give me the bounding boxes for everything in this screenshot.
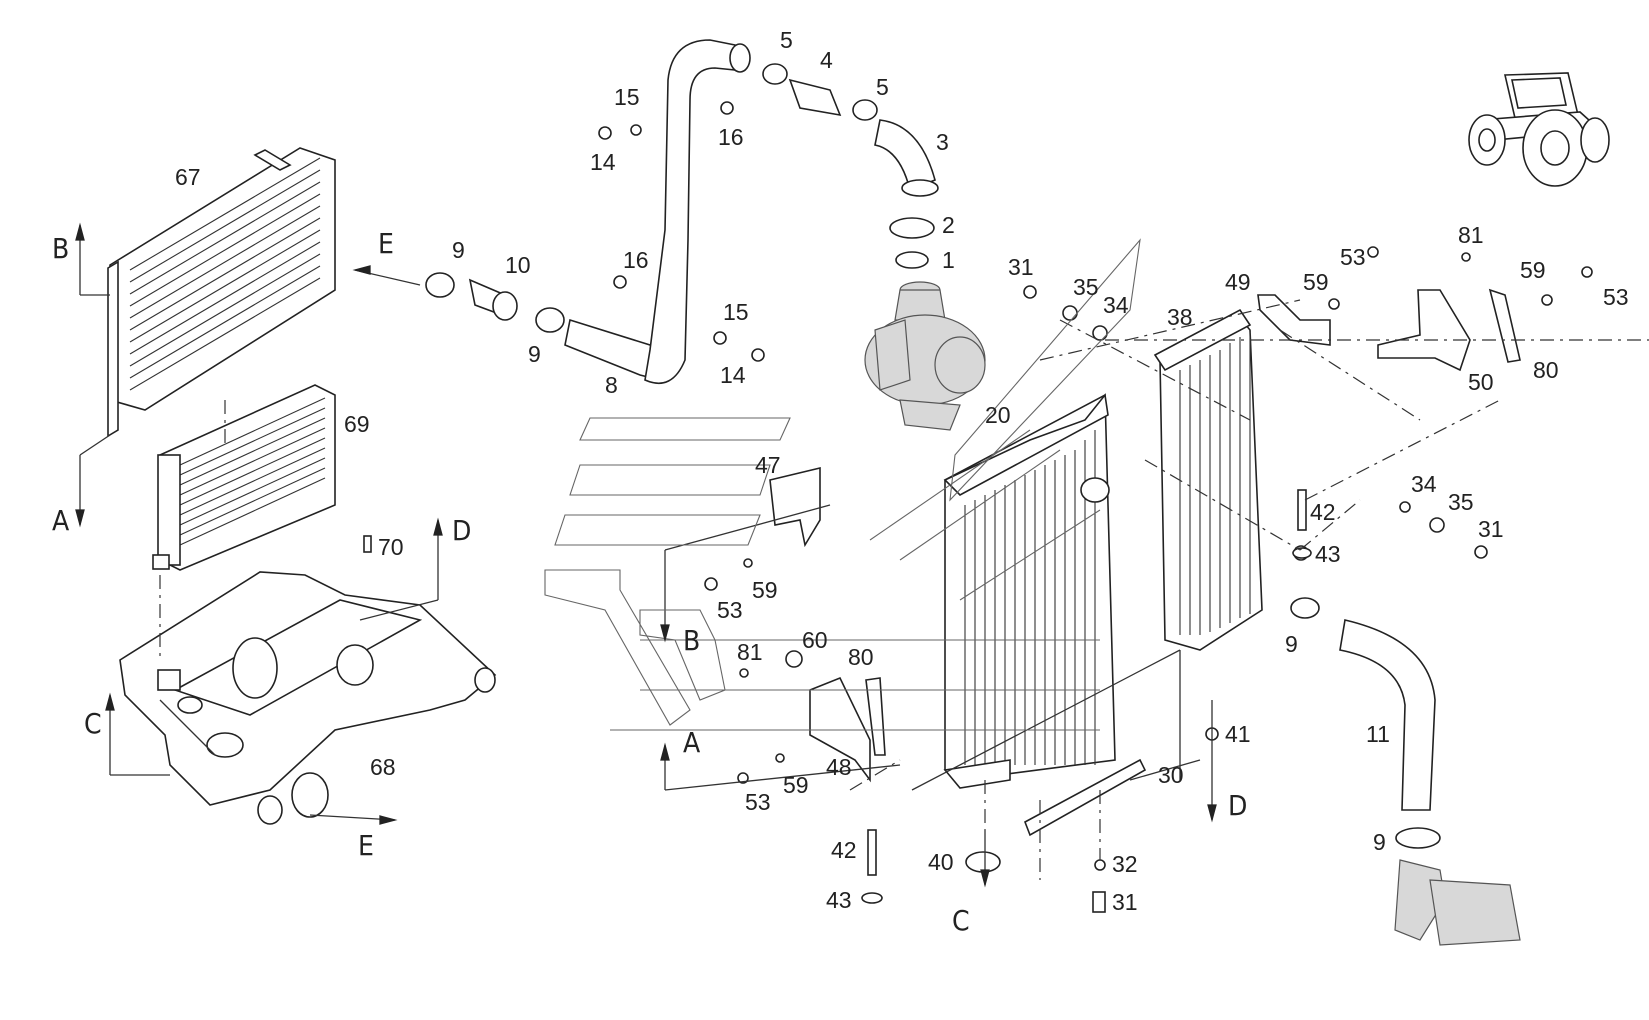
part-label: 59 [1520, 257, 1546, 283]
part-label: 41 [1225, 721, 1251, 747]
brackets [769, 288, 1521, 783]
part-label: 35 [1073, 274, 1099, 300]
part-label: 30 [1158, 762, 1184, 788]
part-label: 31 [1008, 254, 1034, 280]
part-label: 49 [1225, 269, 1251, 295]
part-labels: 1 2 3 4 5 5 8 9 9 9 9 10 11 14 14 15 15 … [175, 27, 1629, 915]
part-label: 16 [718, 124, 744, 150]
part-label: 15 [614, 84, 640, 110]
part-label: 31 [1478, 516, 1504, 542]
part-label: 34 [1103, 292, 1129, 318]
dir-label-d2: D [1228, 789, 1247, 822]
part-label: 81 [1458, 222, 1484, 248]
direction-arrows [75, 222, 1217, 888]
part-label: 9 [528, 341, 541, 367]
part-label: 9 [1285, 631, 1298, 657]
direction-letters: B A C D E E B A C D [52, 227, 1247, 937]
hose-11 [1290, 597, 1521, 946]
part-label: 3 [936, 129, 949, 155]
part-label: 14 [720, 362, 746, 388]
part-label: 20 [985, 402, 1011, 428]
part-label: 48 [826, 754, 852, 780]
dir-label-b2: B [683, 624, 700, 657]
charge-pipe [644, 39, 939, 385]
radiator-69 [152, 384, 336, 571]
part-label: 53 [1340, 244, 1366, 270]
part-label: 31 [1112, 889, 1138, 915]
dir-label-c2: C [952, 904, 970, 937]
part-label: 5 [780, 27, 793, 53]
part-label: 42 [831, 837, 857, 863]
part-label: 14 [590, 149, 616, 175]
part-label: 1 [942, 247, 955, 273]
part-label: 80 [1533, 357, 1559, 383]
part-label: 38 [1167, 304, 1193, 330]
part-label: 80 [848, 644, 874, 670]
part-label: 2 [942, 212, 955, 238]
part-label: 9 [452, 237, 465, 263]
part-label: 59 [783, 772, 809, 798]
part-label: 9 [1373, 829, 1386, 855]
part-label: 81 [737, 639, 763, 665]
hose-assembly-left [425, 272, 666, 381]
dir-label-a1: A [52, 504, 70, 537]
part-label: 70 [378, 534, 404, 560]
part-label: 53 [1603, 284, 1629, 310]
part-label: 4 [820, 47, 833, 73]
part-label: 8 [605, 372, 618, 398]
part-label: 53 [745, 789, 771, 815]
part-label: 16 [623, 247, 649, 273]
dir-label-b1: B [52, 232, 69, 265]
part-label: 43 [1315, 541, 1341, 567]
part-label: 67 [175, 164, 201, 190]
bracket-30 [1024, 758, 1147, 837]
main-radiator [943, 393, 1116, 789]
radiator-67 [107, 147, 336, 438]
part-label: 43 [826, 887, 852, 913]
part-label: 11 [1366, 721, 1390, 747]
part-label: 34 [1411, 471, 1437, 497]
dir-label-e2: E [358, 829, 374, 862]
fasteners [363, 101, 1593, 913]
part-label: 59 [752, 577, 778, 603]
bracket-outline [544, 238, 1141, 731]
part-label: 53 [717, 597, 743, 623]
frame-plate-68 [119, 571, 497, 825]
part-label: 47 [755, 452, 781, 478]
part-label: 32 [1112, 851, 1138, 877]
part-label: 10 [505, 252, 531, 278]
part-label: 60 [802, 627, 828, 653]
radiator-38 [1153, 308, 1263, 651]
part-label: 68 [370, 754, 396, 780]
part-label: 15 [723, 299, 749, 325]
leader-lines [79, 225, 1649, 885]
dir-label-e1: E [378, 227, 394, 260]
dir-label-c1: C [84, 707, 102, 740]
part-label: 59 [1303, 269, 1329, 295]
part-label: 5 [876, 74, 889, 100]
tractor-icon [1468, 72, 1610, 187]
dir-label-d1: D [452, 514, 471, 547]
dir-label-a2: A [683, 726, 701, 759]
part-label: 50 [1468, 369, 1494, 395]
part-label: 42 [1310, 499, 1336, 525]
part-label: 40 [928, 849, 954, 875]
part-label: 69 [344, 411, 370, 437]
part-label: 35 [1448, 489, 1474, 515]
turbocharger-20 [864, 281, 986, 431]
